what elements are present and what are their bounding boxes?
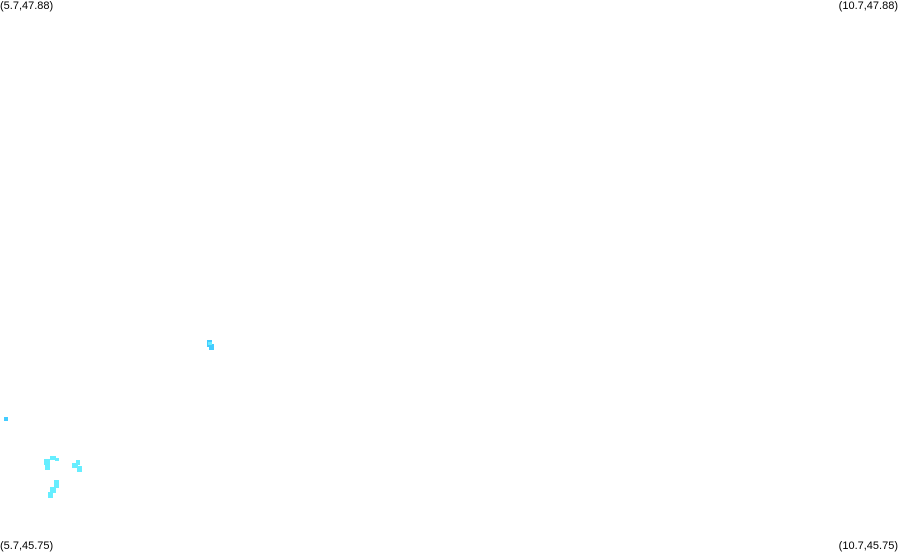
corner-label-bottom-right: (10.7,45.75) [838, 540, 898, 552]
feature-blob-central [207, 340, 214, 350]
feature-speck-west [4, 417, 8, 421]
feature-cluster-southwest [44, 456, 82, 498]
corner-label-top-right: (10.7,47.88) [838, 0, 898, 12]
corner-label-bottom-left: (5.7,45.75) [0, 540, 54, 552]
corner-label-top-left: (5.7,47.88) [0, 0, 54, 12]
